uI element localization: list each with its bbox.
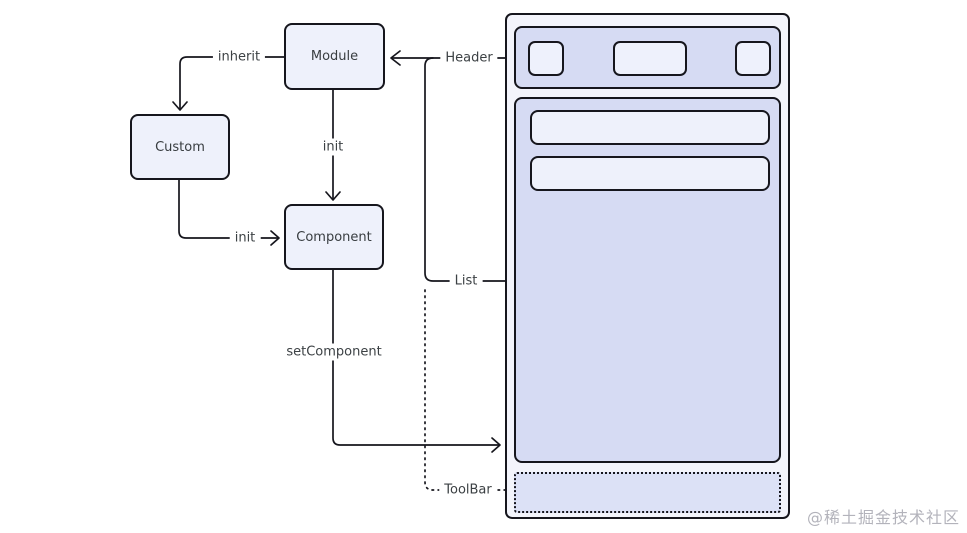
- init-edge-label-custom: init: [229, 229, 261, 247]
- header-annotation-label: Header: [440, 49, 498, 67]
- toolbar-panel: [514, 472, 781, 513]
- edge-inherit: [172, 56, 285, 111]
- list-panel: [514, 97, 781, 463]
- app-frame: [505, 13, 790, 519]
- header-left-button-placeholder: [528, 41, 564, 76]
- header-title-placeholder: [613, 41, 687, 76]
- inherit-edge-label: inherit: [212, 48, 266, 66]
- list-annotation-label: List: [449, 272, 483, 290]
- set-component-edge-label: setComponent: [281, 343, 387, 361]
- component-node-label: Component: [296, 229, 372, 245]
- header-right-button-placeholder: [735, 41, 771, 76]
- edge-set-component: [332, 269, 501, 453]
- header-bar: [514, 26, 781, 89]
- toolbar-annotation-label: ToolBar: [439, 481, 497, 499]
- component-node: Component: [284, 204, 384, 270]
- list-row: [530, 110, 770, 145]
- edge-list: [424, 57, 513, 282]
- list-row: [530, 156, 770, 191]
- module-node-label: Module: [310, 49, 359, 64]
- watermark: @稀土掘金技术社区: [806, 508, 960, 527]
- module-node: Module: [284, 23, 385, 90]
- custom-node-label: Custom: [155, 139, 205, 155]
- custom-node: Custom: [130, 114, 230, 180]
- edge-init-custom: [178, 179, 280, 246]
- init-edge-label-module: init: [317, 138, 349, 156]
- edge-toolbar: [424, 289, 513, 491]
